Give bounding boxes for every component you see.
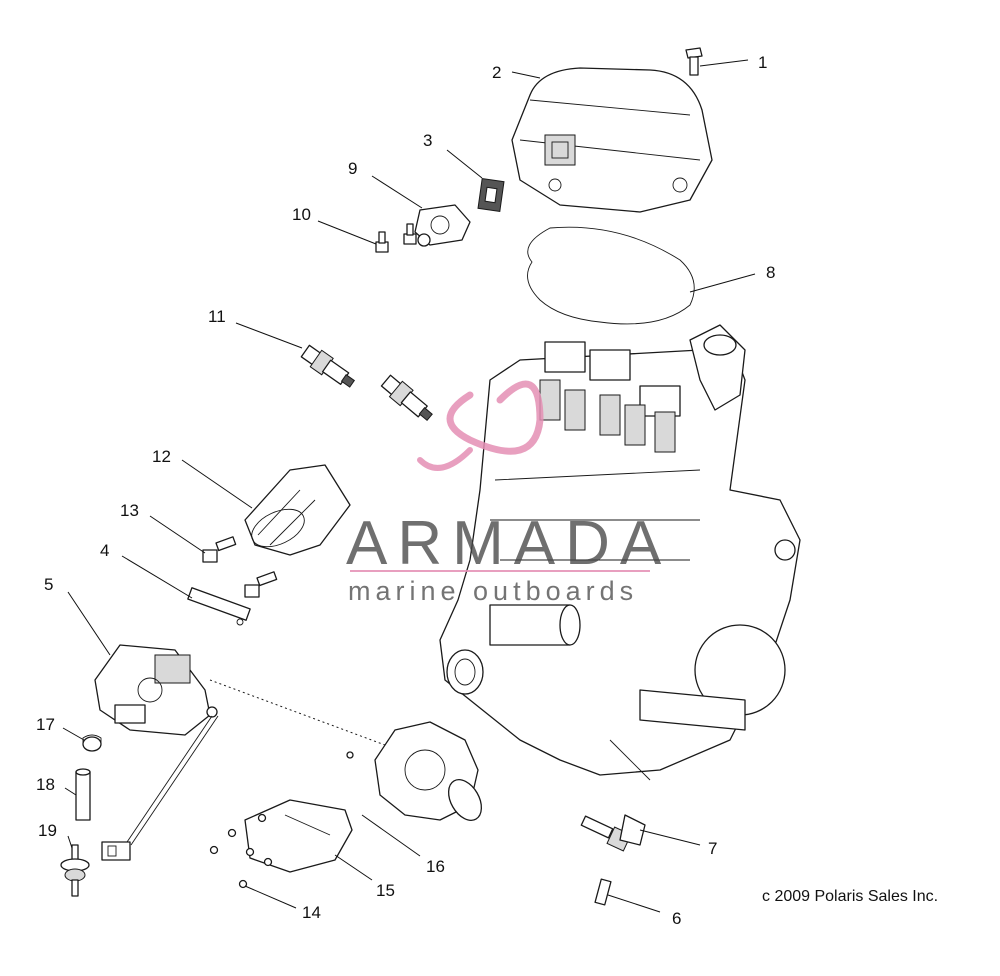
callout-17: 17 bbox=[36, 715, 55, 734]
part-9-sensor-housing bbox=[414, 204, 471, 247]
callout-12: 12 bbox=[152, 447, 171, 466]
callout-9: 9 bbox=[348, 159, 357, 178]
part-7-sensor bbox=[580, 814, 646, 852]
part-14-screws bbox=[209, 813, 273, 889]
watermark-logo-icon bbox=[350, 380, 650, 572]
part-16-throttle-housing bbox=[346, 721, 483, 821]
part-19-valve bbox=[60, 844, 90, 897]
callout-1: 1 bbox=[758, 53, 767, 72]
callout-2: 2 bbox=[492, 63, 501, 82]
callout-15: 15 bbox=[376, 881, 395, 900]
part-2-valve-cover bbox=[511, 67, 713, 213]
part-13-bolts bbox=[202, 536, 278, 598]
callout-4: 4 bbox=[100, 541, 109, 560]
callout-19: 19 bbox=[38, 821, 57, 840]
part-3-grommet bbox=[477, 178, 505, 212]
callout-3: 3 bbox=[423, 131, 432, 150]
part-18-tube bbox=[75, 768, 91, 821]
part-17-plug bbox=[82, 734, 102, 752]
part-11-spark-plugs bbox=[300, 344, 433, 422]
part-12-intake-boot bbox=[244, 464, 351, 556]
assembly-dotted-line bbox=[209, 679, 386, 746]
part-8-cover-gasket bbox=[527, 226, 695, 325]
copyright-notice: c 2009 Polaris Sales Inc. bbox=[762, 888, 939, 905]
leader-lines bbox=[62, 59, 756, 913]
watermark-brand: ARMADA bbox=[346, 509, 672, 578]
callout-6: 6 bbox=[672, 909, 681, 928]
callout-13: 13 bbox=[120, 501, 139, 520]
part-1-bolt bbox=[685, 47, 703, 76]
watermark-tagline: marine outboards bbox=[348, 576, 639, 606]
callout-5: 5 bbox=[44, 575, 53, 594]
callout-8: 8 bbox=[766, 263, 775, 282]
part-5-throttle-body bbox=[94, 644, 219, 861]
callout-numbers: 1 2 3 9 10 8 11 12 13 4 5 17 18 19 14 15… bbox=[36, 53, 775, 928]
part-10-screws bbox=[375, 223, 417, 253]
part-15-cover bbox=[244, 799, 353, 873]
part-4-pin bbox=[187, 587, 251, 626]
callout-18: 18 bbox=[36, 775, 55, 794]
callout-10: 10 bbox=[292, 205, 311, 224]
callout-16: 16 bbox=[426, 857, 445, 876]
valve-springs bbox=[539, 379, 676, 453]
callout-14: 14 bbox=[302, 903, 321, 922]
part-6-pin bbox=[594, 878, 612, 906]
callout-7: 7 bbox=[708, 839, 717, 858]
callout-11: 11 bbox=[208, 307, 226, 326]
